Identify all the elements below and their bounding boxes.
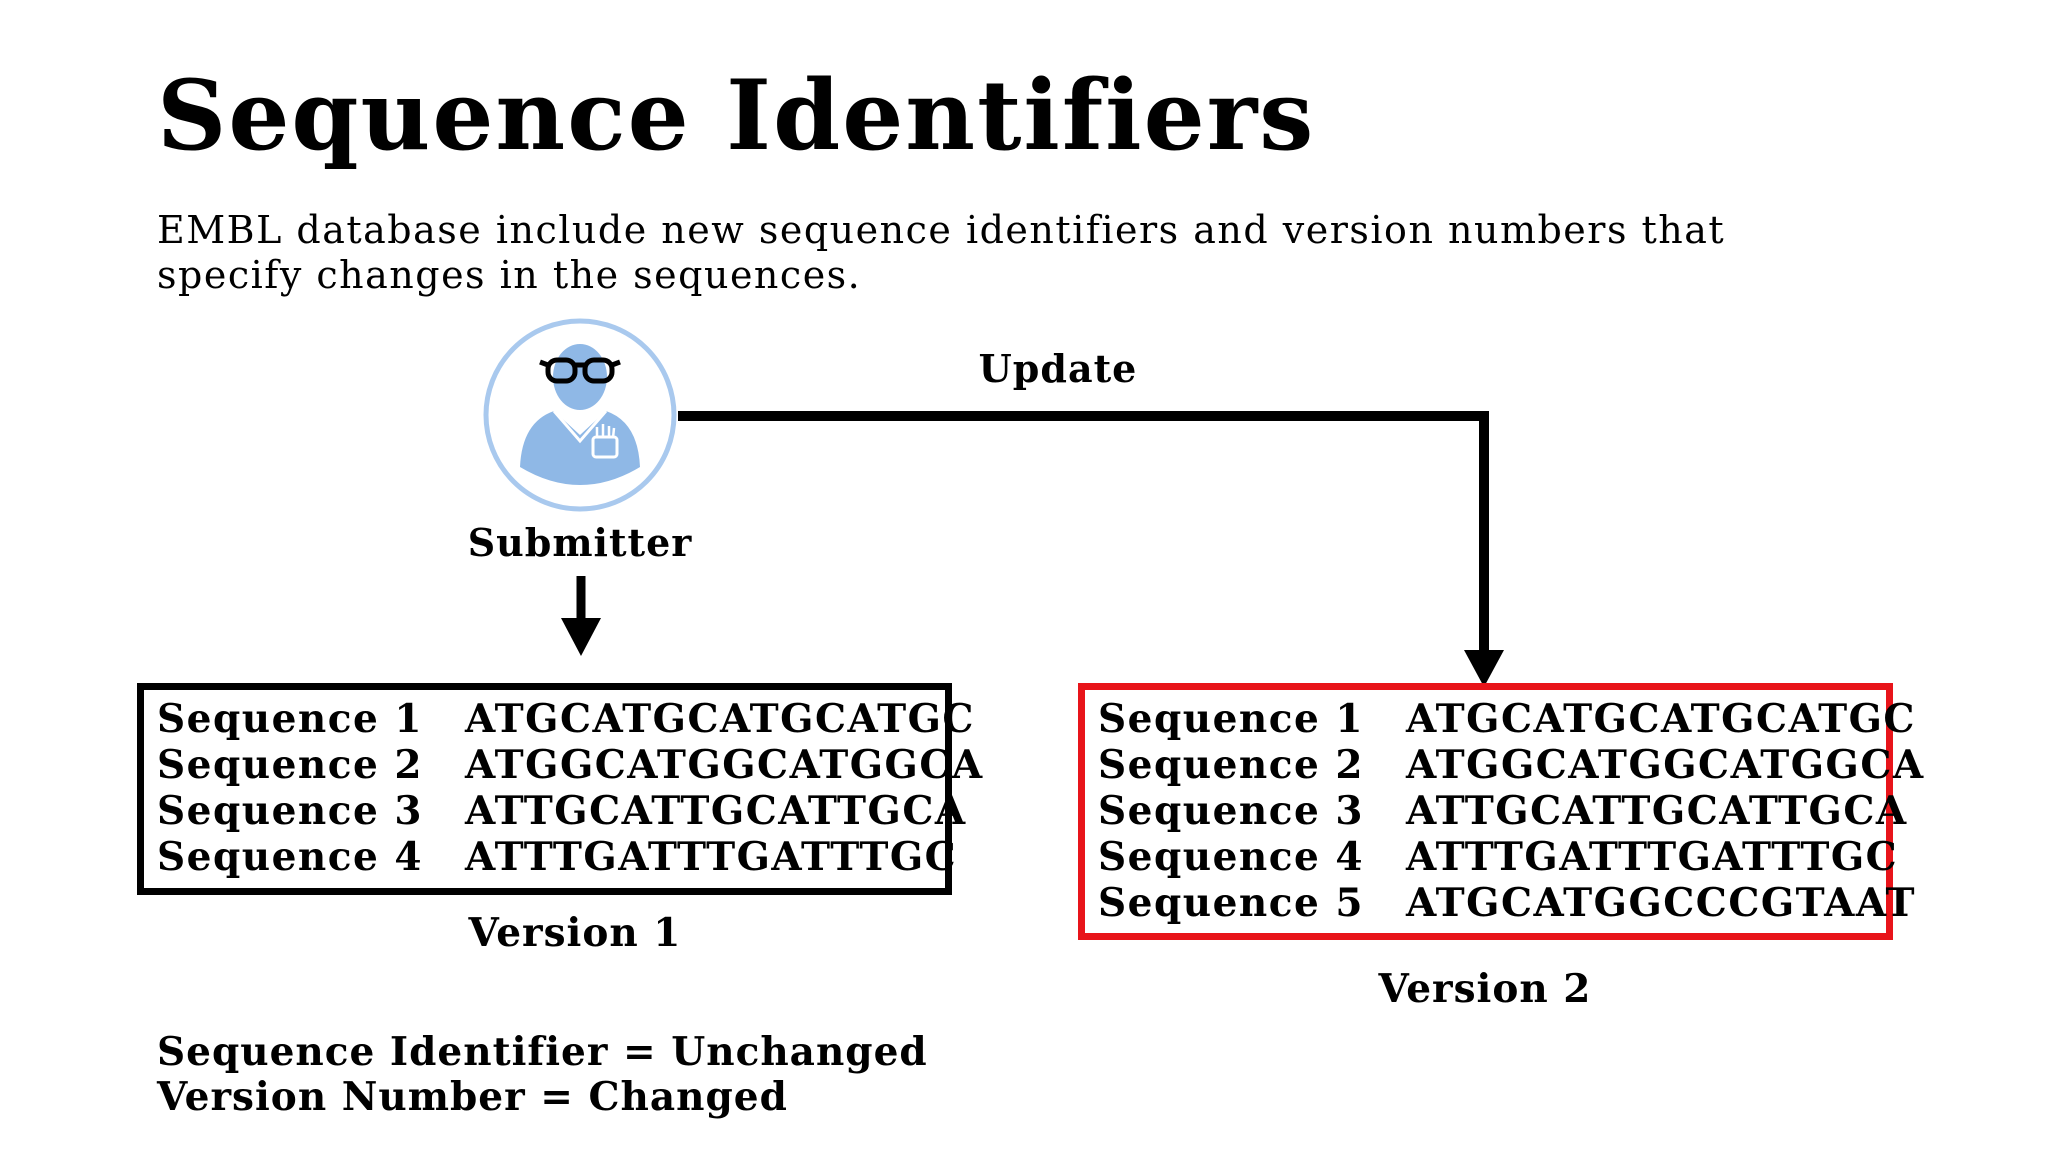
sequence-name: Sequence 4 xyxy=(157,834,424,880)
sequence-code: ATTTGATTTGATTTGC xyxy=(465,834,958,880)
sequence-code: ATGGCATGGCATGGCA xyxy=(465,742,984,788)
description-text: EMBL database include new sequence ident… xyxy=(157,208,1726,297)
sequence-code: ATGCATGGCCCGTAAT xyxy=(1406,880,1916,926)
update-arrow-line xyxy=(678,411,1489,654)
sequence-name: Sequence 3 xyxy=(1098,788,1365,834)
sequence-name: Sequence 1 xyxy=(1098,696,1365,742)
sequence-name: Sequence 2 xyxy=(157,742,424,788)
submitter-arrow-head xyxy=(561,618,601,656)
sequence-name: Sequence 4 xyxy=(1098,834,1365,880)
summary-version: Version Number = Changed xyxy=(157,1074,788,1120)
sequence-name: Sequence 5 xyxy=(1098,880,1365,926)
sequence-code: ATTTGATTTGATTTGC xyxy=(1406,834,1899,880)
version1-box xyxy=(137,683,952,895)
sequence-name: Sequence 2 xyxy=(1098,742,1365,788)
page-title: Sequence Identifiers xyxy=(157,59,1316,172)
sequence-code: ATGGCATGGCATGGCA xyxy=(1406,742,1925,788)
version1-caption: Version 1 xyxy=(468,910,682,956)
summary-identifier: Sequence Identifier = Unchanged xyxy=(157,1029,928,1075)
submitter-label: Submitter xyxy=(467,520,693,565)
scientist-with-glasses-icon xyxy=(483,318,677,512)
sequence-code: ATGCATGCATGCATGC xyxy=(1406,696,1916,742)
update-arrow-head xyxy=(1464,650,1504,687)
sequence-code: ATTGCATTGCATTGCA xyxy=(1406,788,1908,834)
update-label: Update xyxy=(978,346,1138,391)
summary-text: Sequence Identifier = Unchanged Version … xyxy=(157,1030,928,1120)
version2-caption: Version 2 xyxy=(1378,966,1592,1012)
sequence-name: Sequence 3 xyxy=(157,788,424,834)
version2-box xyxy=(1078,683,1893,940)
sequence-name: Sequence 1 xyxy=(157,696,424,742)
sequence-code: ATGCATGCATGCATGC xyxy=(465,696,975,742)
sequence-code: ATTGCATTGCATTGCA xyxy=(465,788,967,834)
